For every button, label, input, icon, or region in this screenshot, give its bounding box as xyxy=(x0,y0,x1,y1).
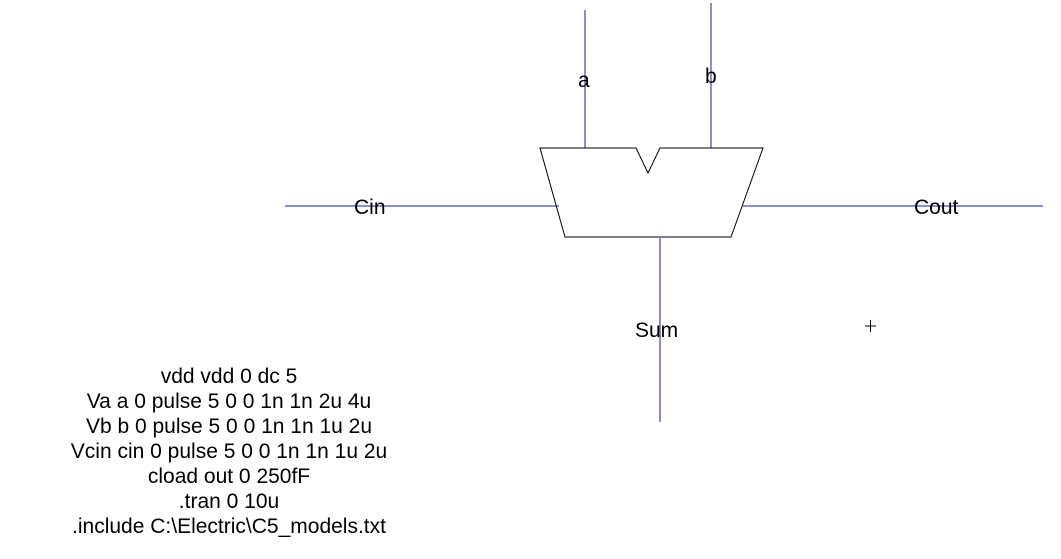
pin-label-sum: Sum xyxy=(635,319,678,342)
crosshair-icon xyxy=(865,320,876,332)
pin-label-a: a xyxy=(578,69,590,92)
spice-line: vdd vdd 0 dc 5 xyxy=(160,365,298,388)
spice-netlist: vdd vdd 0 dc 5 Va a 0 pulse 5 0 0 1n 1n … xyxy=(20,364,438,539)
pin-label-b: b xyxy=(705,65,717,88)
full-adder-body[interactable] xyxy=(539,147,764,238)
pin-label-cin: Cin xyxy=(354,196,386,219)
spice-line: .include C:\Electric\C5_models.txt xyxy=(72,515,386,538)
spice-line: .tran 0 10u xyxy=(178,490,280,513)
spice-line: Va a 0 pulse 5 0 0 1n 1n 2u 4u xyxy=(86,390,372,413)
spice-line: Vcin cin 0 pulse 5 0 0 1n 1n 1u 2u xyxy=(70,440,388,463)
pin-label-cout: Cout xyxy=(914,196,959,219)
spice-line: Vb b 0 pulse 5 0 0 1n 1n 1u 2u xyxy=(85,415,373,438)
spice-line: cload out 0 250fF xyxy=(147,465,311,488)
